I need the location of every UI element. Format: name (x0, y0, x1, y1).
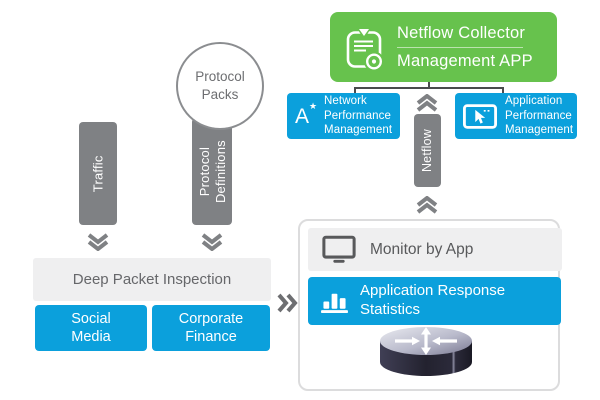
protocol-packs-circle: Protocol Packs (176, 42, 264, 130)
monitor-by-app-box: Monitor by App (308, 228, 562, 271)
chevron-down-icon (201, 233, 223, 251)
network-performance-label: Network Performance Management (324, 95, 393, 137)
app-window-cursor-icon (463, 103, 497, 129)
netflow-pipe: Netflow (414, 114, 441, 187)
protocol-definitions-label: Protocol Definitions (196, 140, 227, 203)
chevron-up-icon (416, 94, 438, 112)
bar-chart-icon (321, 293, 348, 313)
deep-packet-inspection-label: Deep Packet Inspection (72, 271, 232, 288)
traffic-pipe-label: Traffic (90, 155, 106, 192)
corporate-finance-box: Corporate Finance (152, 305, 270, 351)
social-media-box: Social Media (35, 305, 147, 351)
a-star-icon: A★ (295, 100, 318, 128)
netflow-pipe-label: Netflow (420, 128, 434, 173)
monitor-by-app-label: Monitor by App (370, 240, 474, 258)
application-performance-box: Application Performance Management (455, 93, 577, 139)
chevron-up-icon (416, 196, 438, 214)
network-performance-box: A★ Network Performance Management (287, 93, 400, 139)
protocol-packs-label: Protocol Packs (195, 68, 245, 102)
monitor-icon (322, 235, 356, 263)
connector-line (354, 87, 504, 89)
netflow-collector-app-label: Netflow Collector Management APP (397, 23, 533, 70)
netflow-collector-app-box: Netflow Collector Management APP (330, 12, 557, 82)
chevron-down-icon (87, 233, 109, 251)
application-response-statistics-label: Application Response Statistics (360, 282, 506, 318)
connector-line (428, 82, 430, 88)
traffic-pipe: Traffic (79, 122, 117, 225)
social-media-label: Social Media (71, 310, 111, 345)
corporate-finance-label: Corporate Finance (178, 310, 244, 345)
clipboard-check-icon (346, 26, 384, 70)
connector-line (502, 88, 504, 94)
protocol-definitions-pipe: Protocol Definitions (192, 118, 232, 225)
deep-packet-inspection-box: Deep Packet Inspection (33, 258, 271, 301)
divider (397, 46, 523, 48)
router-icon (380, 327, 472, 376)
application-performance-label: Application Performance Management (505, 95, 574, 137)
chevron-right-icon (277, 293, 298, 313)
application-response-statistics-box: Application Response Statistics (308, 277, 561, 325)
connector-line (354, 88, 356, 94)
